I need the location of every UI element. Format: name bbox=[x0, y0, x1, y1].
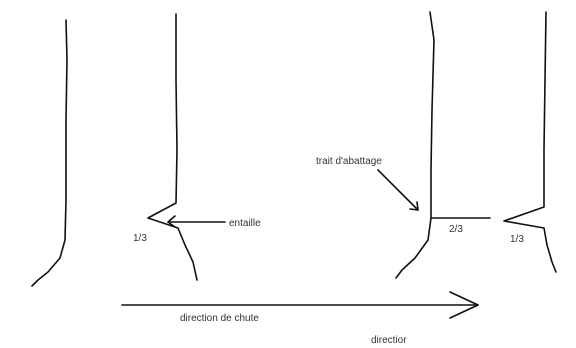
one-third-left-label: 1/3 bbox=[133, 233, 147, 244]
entaille-label: entaille bbox=[229, 218, 261, 229]
one-third-right-label: 1/3 bbox=[510, 234, 524, 245]
tree1-left-edge bbox=[31, 19, 68, 287]
direction-cut-label: directior bbox=[371, 335, 407, 346]
tree1-right-edge bbox=[147, 13, 198, 281]
entaille-arrow-head bbox=[167, 215, 176, 228]
trait-abattage-label: trait d'abattage bbox=[316, 156, 382, 167]
direction-chute-arrow-head bbox=[449, 291, 479, 319]
trait-abattage-arrow-shaft bbox=[377, 169, 419, 211]
tree2-right-edge bbox=[503, 11, 557, 273]
tree2-left-edge bbox=[395, 11, 435, 279]
direction-chute-label: direction de chute bbox=[180, 313, 259, 324]
two-thirds-label: 2/3 bbox=[449, 224, 463, 235]
trait-abattage-arrow-head bbox=[409, 201, 419, 211]
